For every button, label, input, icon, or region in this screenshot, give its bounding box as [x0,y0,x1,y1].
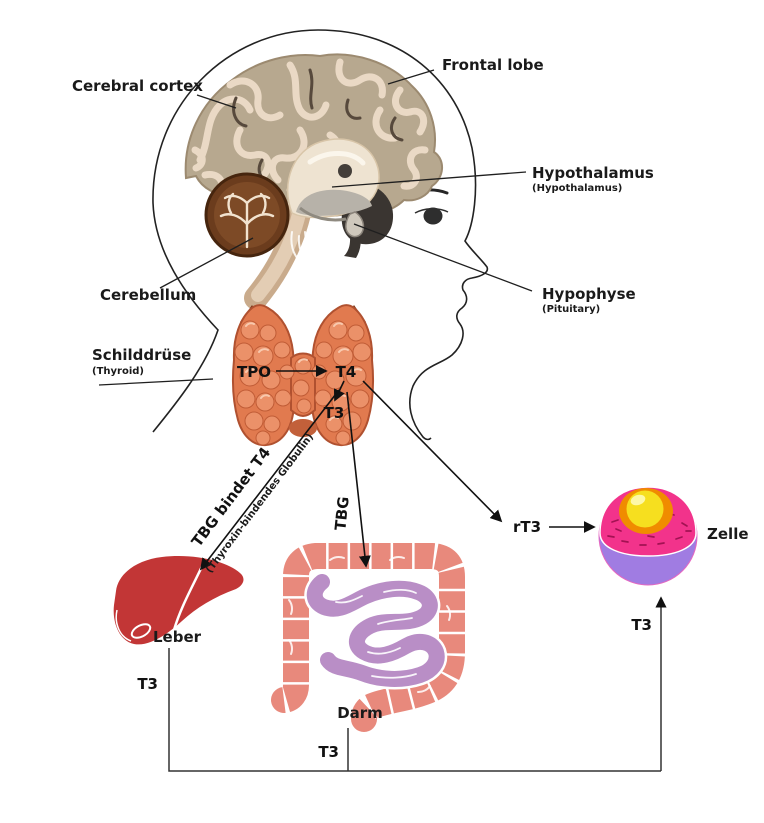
t3-from-leber-label: T3 [137,675,158,693]
t4-to-liver-arrow [199,389,340,571]
tbg-label: TBG [331,496,352,532]
cerebellum-pointer [159,237,254,289]
t4-label: T4 [336,363,357,381]
eye-lid-line [414,208,449,214]
t3-thyroid-label: T3 [324,404,345,422]
cerebral-cortex-label: Cerebral cortex [72,77,203,95]
hypophyse-pointer [353,223,533,292]
tpo-label: TPO [237,363,271,381]
thyroid-gland-shape [232,304,374,447]
frontal-lobe-label: Frontal lobe [442,56,544,74]
hypothalamus-dot [338,164,352,178]
hypothalamus-sublabel: (Hypothalamus) [532,183,622,194]
schilddruese-label: Schilddrüse [92,346,191,364]
cerebellum-shape [204,172,290,258]
small-intestine-shape [304,571,448,690]
eye-icon [423,207,443,225]
schilddruese-sublabel: (Thyroid) [92,366,144,377]
t4-to-darm-arrow [346,391,371,568]
t3-from-darm-label: T3 [318,743,339,761]
intestine-shape [271,542,466,732]
darm-label: Darm [337,704,383,722]
hypothalamus-label: Hypothalamus [532,164,654,182]
hypothalamus-pointer [331,171,527,188]
t4-to-rt3-arrow [362,380,503,523]
hypophyse-label: Hypophyse [542,285,636,303]
cerebellum-label: Cerebellum [100,286,196,304]
frontal-lobe-pointer [387,69,435,85]
cerebral-cortex-pointer [196,94,237,109]
t3-to-zelle-label: T3 [631,616,652,634]
cell-shape [598,486,698,586]
hypophyse-sublabel: (Pituitary) [542,304,600,315]
leber-t3-flow-line [168,648,661,772]
zelle-label: Zelle [707,525,749,543]
head-profile-outline [152,29,489,441]
thalamus-shape [287,138,380,222]
rt3-label: rT3 [513,518,541,536]
schilddruese-pointer [98,378,214,386]
leber-label: Leber [153,628,202,646]
